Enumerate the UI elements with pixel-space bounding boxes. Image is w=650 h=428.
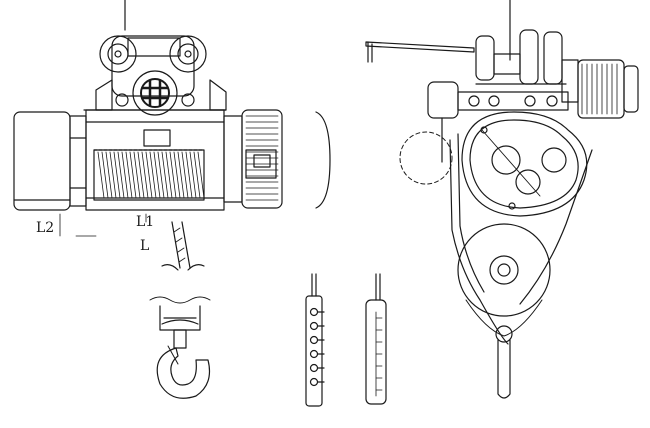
side-view — [365, 0, 639, 399]
pendant-button — [309, 335, 319, 345]
pendant-controls — [305, 273, 387, 407]
trolley-frame — [83, 37, 227, 116]
pendant-button — [309, 363, 319, 373]
end-bracket — [315, 111, 331, 209]
dashed-sheave — [399, 131, 453, 185]
hook-block — [156, 305, 211, 399]
front-view: L2 L1 L — [13, 0, 331, 399]
cable-drum — [93, 149, 205, 201]
dim-label-l: L — [140, 238, 149, 254]
side-trolley — [475, 29, 567, 85]
dim-label-l1: L1 — [136, 214, 154, 230]
control-box — [427, 81, 569, 163]
side-hook — [495, 325, 513, 399]
left-motor — [13, 111, 87, 211]
side-beam-arm — [365, 41, 475, 63]
right-motor — [223, 109, 283, 209]
pendant-button — [309, 307, 319, 317]
dimension-lines — [59, 213, 147, 237]
pendant-button — [309, 321, 319, 331]
pendant-button — [309, 377, 319, 387]
dim-label-l2: L2 — [36, 220, 54, 236]
side-motor — [561, 59, 639, 119]
pendant-right — [365, 273, 387, 405]
gear-housing — [461, 111, 588, 217]
pendant-left — [305, 273, 325, 407]
wire-rope — [161, 221, 205, 271]
lower-sheave — [457, 223, 551, 337]
trolley-wheels — [99, 35, 207, 97]
pendant-button — [309, 349, 319, 359]
